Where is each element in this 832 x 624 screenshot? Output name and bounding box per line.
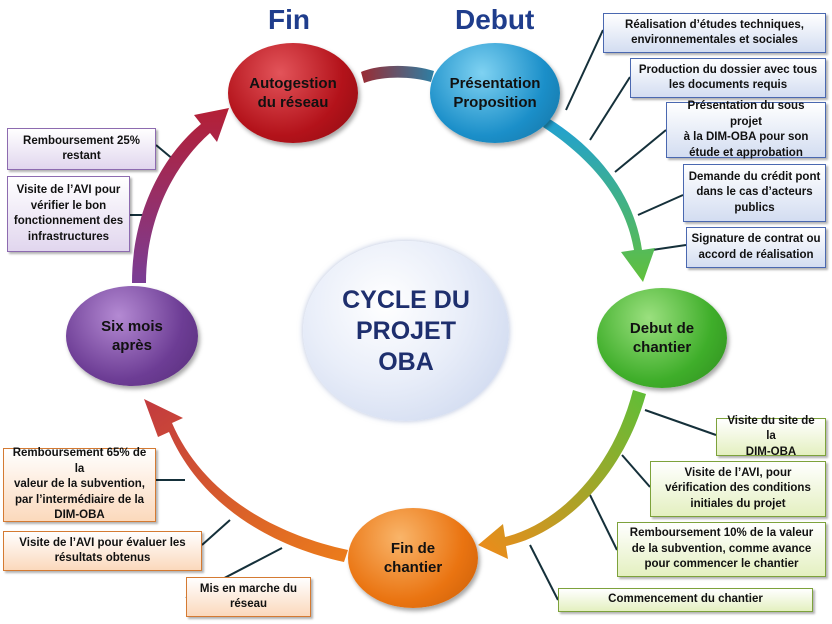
phase-six-mois-label: Six mois après	[101, 318, 163, 354]
phase-presentation: Présentation Proposition	[430, 43, 560, 143]
header-fin: Fin	[268, 4, 310, 35]
arrow-fin-to-six-mois	[144, 399, 348, 562]
step-fin-chantier-3: Mis en marche du réseau	[186, 577, 311, 617]
step-six-mois-2-label: Visite de l’AVI pour vérifier le bon fon…	[13, 184, 124, 243]
step-fin-chantier-2-label: Visite de l’AVI pour évaluer les résulta…	[19, 536, 186, 565]
step-presentation-3: Présentation du sous projet à la DIM-OBA…	[666, 100, 826, 159]
arrow-autogestion-to-presentation	[361, 65, 434, 83]
phase-debut-chantier: Debut de chantier	[597, 288, 727, 388]
step-presentation-5-label: Signature de contrat ou accord de réalis…	[691, 233, 821, 261]
step-chantier-1-label: Visite du site de la DIM-OBA	[727, 414, 815, 458]
step-fin-chantier-2: Visite de l’AVI pour évaluer les résulta…	[3, 531, 202, 571]
header-debut: Debut	[455, 4, 535, 35]
step-presentation-1: Réalisation d’études techniques, environ…	[603, 13, 826, 53]
phase-debut-chantier-label: Debut de chantier	[629, 320, 695, 356]
step-fin-chantier-1-label: Remboursement 65% de la valeur de la sub…	[12, 447, 147, 522]
step-presentation-4: Demande du crédit pont dans le cas d’act…	[683, 164, 826, 222]
phase-autogestion-label: Autogestion du réseau	[249, 75, 337, 111]
phase-six-mois: Six mois après	[66, 286, 198, 386]
step-presentation-3-label: Présentation du sous projet à la DIM-OBA…	[683, 100, 809, 159]
step-fin-chantier-3-label: Mis en marche du réseau	[199, 582, 298, 611]
center-title-circle: CYCLE DU PROJET OBA	[303, 241, 509, 421]
step-presentation-2-label: Production du dossier avec tous les docu…	[638, 63, 818, 92]
phase-presentation-label: Présentation Proposition	[449, 75, 541, 111]
step-chantier-1: Visite du site de la DIM-OBA	[716, 415, 826, 458]
arrow-six-mois-to-autogestion	[132, 108, 229, 283]
step-presentation-4-label: Demande du crédit pont dans le cas d’act…	[688, 170, 821, 214]
phase-fin-chantier-label: Fin de chantier	[383, 540, 443, 576]
step-six-mois-2: Visite de l’AVI pour vérifier le bon fon…	[7, 176, 130, 252]
step-six-mois-1: Remboursement 25% restant	[7, 128, 156, 170]
step-chantier-4: Commencement du chantier	[558, 588, 813, 612]
step-presentation-2: Production du dossier avec tous les docu…	[630, 58, 826, 98]
step-presentation-1-label: Réalisation d’études techniques, environ…	[625, 18, 804, 47]
step-chantier-4-label: Commencement du chantier	[608, 593, 763, 606]
arrow-debut-to-fin	[478, 390, 646, 559]
step-chantier-2: Visite de l’AVI, pour vérification des c…	[650, 461, 826, 517]
step-presentation-5: Signature de contrat ou accord de réalis…	[686, 227, 826, 268]
phase-fin-chantier: Fin de chantier	[348, 508, 478, 608]
step-chantier-3-label: Remboursement 10% de la valeur de la sub…	[629, 527, 814, 571]
arrow-presentation-to-debut	[543, 118, 655, 282]
phase-autogestion: Autogestion du réseau	[228, 43, 358, 143]
step-fin-chantier-1: Remboursement 65% de la valeur de la sub…	[3, 447, 156, 522]
center-title: CYCLE DU PROJET OBA	[342, 285, 470, 376]
step-chantier-3: Remboursement 10% de la valeur de la sub…	[617, 522, 826, 577]
step-chantier-2-label: Visite de l’AVI, pour vérification des c…	[665, 466, 811, 510]
step-six-mois-1-label: Remboursement 25% restant	[23, 134, 140, 163]
